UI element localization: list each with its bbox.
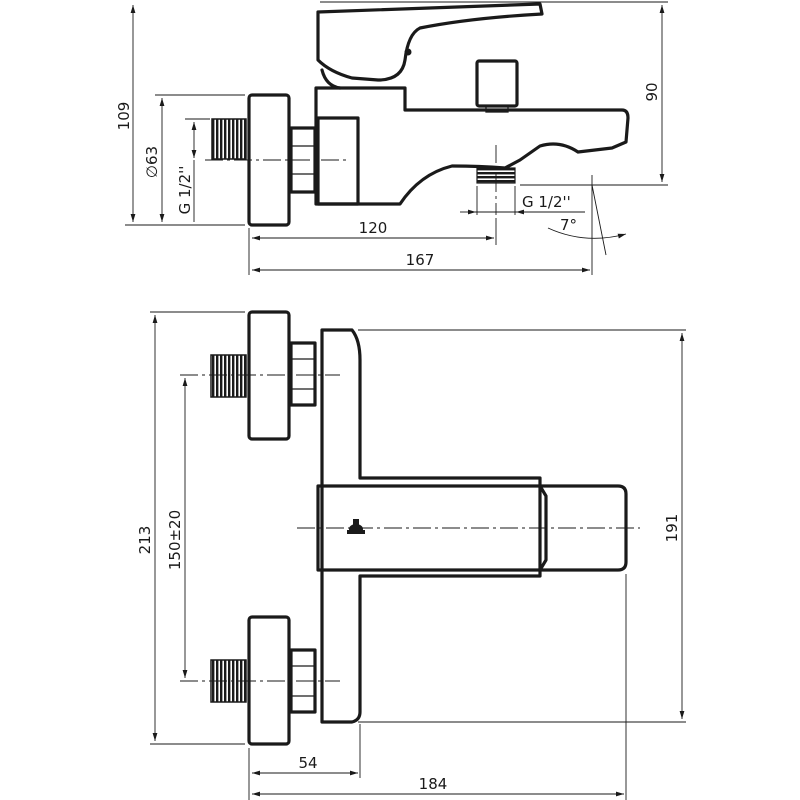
lower-wall-flange (247, 615, 291, 746)
top-view: 213 150±20 191 54 184 (136, 310, 686, 800)
dim-inlet-spacing: 150±20 (166, 510, 184, 570)
dim-wall-to-body: 54 (298, 754, 317, 772)
lever-handle (316, 2, 544, 82)
dim-outlet-thread: G 1/2'' (522, 193, 571, 211)
upper-inlet-nut (289, 341, 317, 407)
dim-body-width: 191 (663, 514, 681, 543)
lever-pivot-icon (404, 48, 412, 56)
dim-overall-depth: 184 (419, 775, 448, 793)
dim-flange-diameter: ∅63 (143, 146, 161, 178)
mixer-body-plan (320, 328, 542, 724)
inlet-thread (211, 118, 247, 160)
cartridge-housing (316, 116, 360, 206)
dim-height-total: 109 (115, 102, 133, 131)
mixer-body (314, 86, 630, 206)
brand-logo-icon (347, 519, 365, 534)
dim-depth-total: 167 (406, 251, 435, 269)
upper-inlet-thread (210, 354, 247, 398)
diverter-knob (475, 59, 519, 108)
dim-height-spout: 90 (643, 82, 661, 101)
dim-spout-angle: 7° (560, 216, 577, 234)
lever-handle-plan (316, 484, 628, 572)
side-view: 109 ∅63 G 1/2'' 90 G 1/2'' 7° 120 167 (115, 1, 668, 275)
dim-depth-outlet: 120 (359, 219, 388, 237)
dim-overall-width: 213 (136, 526, 154, 555)
upper-wall-flange (247, 310, 291, 441)
dim-inlet-thread: G 1/2'' (176, 166, 194, 215)
